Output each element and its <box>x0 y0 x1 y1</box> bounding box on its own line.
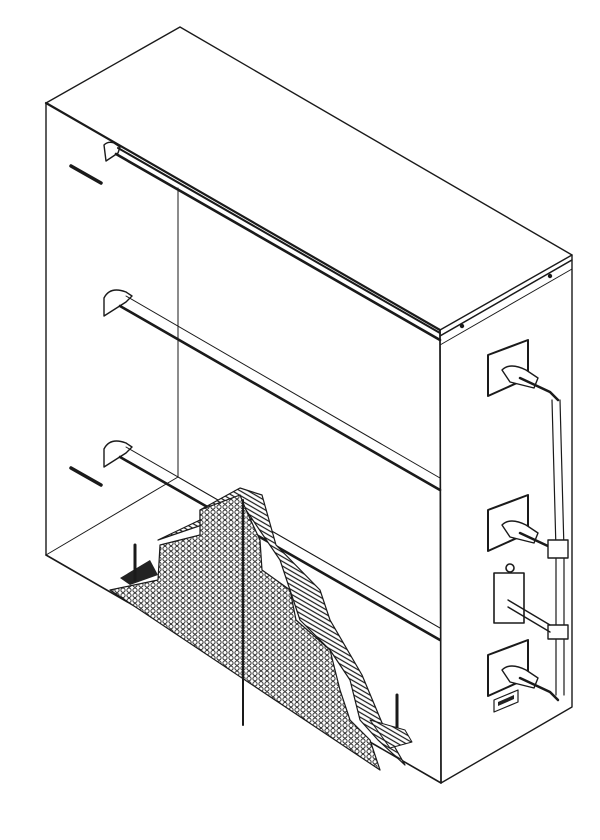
bottom-distribution-tube <box>103 440 442 642</box>
upper-flange <box>487 339 560 402</box>
middle-distribution-tube <box>103 289 442 492</box>
side-slot-mark-lower <box>69 466 103 487</box>
mounting-bracket <box>493 563 551 633</box>
lower-flange <box>487 639 560 702</box>
nameplate <box>493 689 519 713</box>
side-slot-mark-upper <box>69 164 103 185</box>
connecting-hose <box>547 399 569 696</box>
top-distribution-tube <box>103 141 442 342</box>
stepped-tube-bundle <box>109 487 413 771</box>
